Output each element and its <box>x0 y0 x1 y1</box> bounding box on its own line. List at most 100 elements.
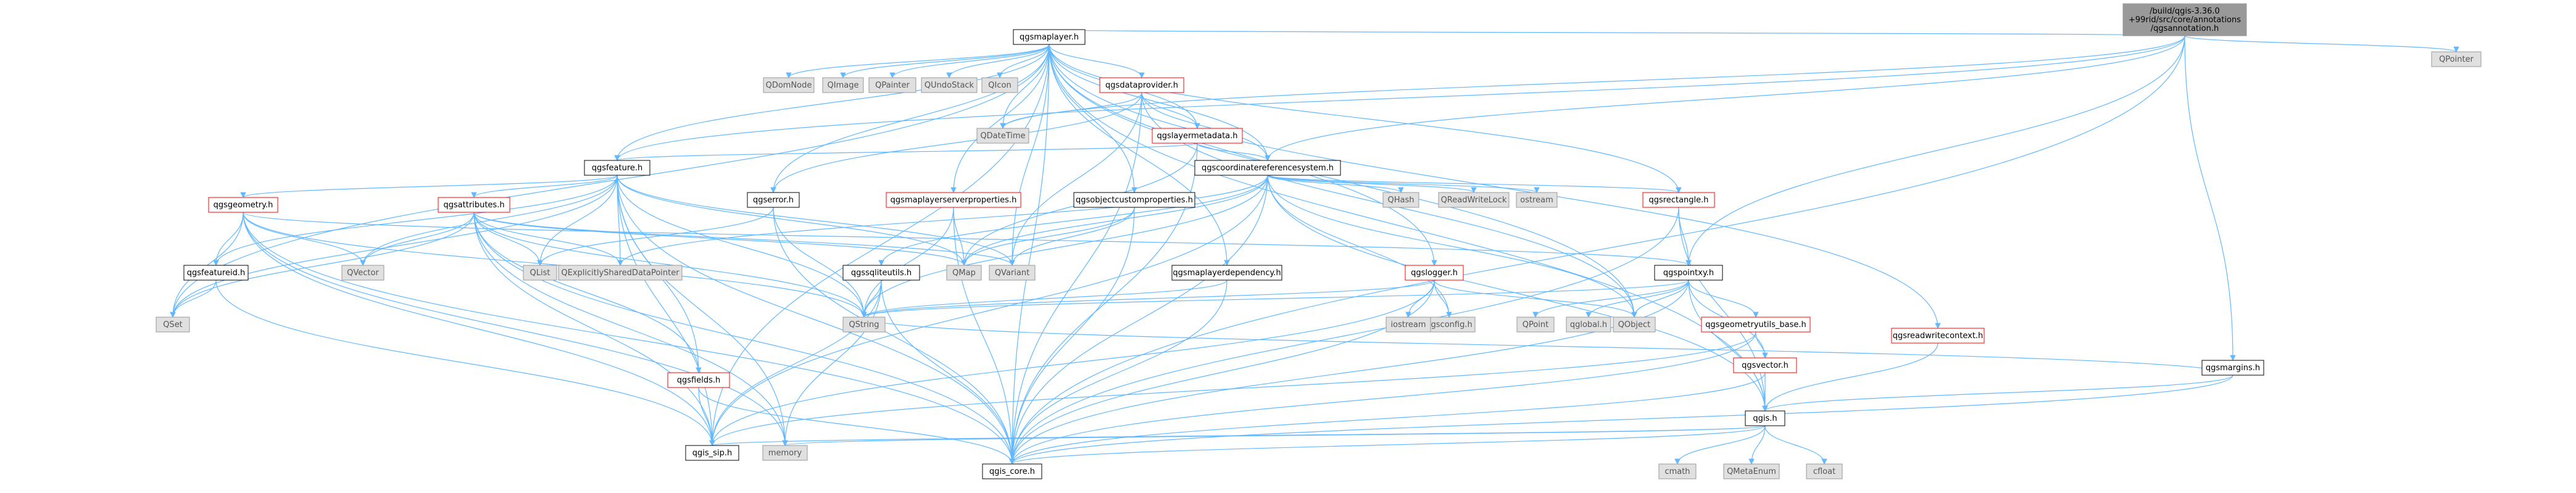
node-qgsfeatureid[interactable]: qgsfeatureid.h <box>183 265 249 281</box>
node-box-qgsfeature <box>584 160 650 176</box>
edge-qgis-to-qgiscore <box>1009 425 1766 465</box>
edge-qgsdataprovider-to-qvariant <box>1009 92 1142 266</box>
edge-qgis-to-cfloat <box>1764 425 1827 465</box>
edge-qgsmaplayer-to-qgissip <box>709 44 1050 446</box>
node-label-qglobal: qglobal.h <box>1570 320 1607 329</box>
node-box-qgsobjectcustomprops <box>1073 192 1195 208</box>
node-qvariant[interactable]: QVariant <box>989 265 1036 281</box>
node-qexplicit[interactable]: QExplicitlySharedDataPointer <box>558 265 683 281</box>
node-qreadwritelock[interactable]: QReadWriteLock <box>1438 192 1510 208</box>
node-qpointer[interactable]: QPointer <box>2431 51 2482 67</box>
node-qgsrectangle[interactable]: qgsrectangle.h <box>1642 192 1715 208</box>
edge-qgserror-to-qlist <box>537 207 774 266</box>
node-cmath[interactable]: cmath <box>1658 463 1697 479</box>
node-label-qgsdataprovider: qgsdataprovider.h <box>1105 81 1178 90</box>
node-qdomnode[interactable]: QDomNode <box>763 77 815 93</box>
node-box-qgspointxy <box>1654 265 1723 281</box>
node-label-qexplicit: QExplicitlySharedDataPointer <box>561 268 679 278</box>
edge-root-to-qgsmaplayer <box>1048 29 2185 36</box>
node-qobject[interactable]: QObject <box>1613 317 1656 333</box>
node-box-qgssqliteutils <box>842 265 920 281</box>
node-box-qmetaenum <box>1723 463 1780 479</box>
node-box-qgsrectangle <box>1642 192 1715 208</box>
node-qgscrs[interactable]: qgscoordinatereferencesystem.h <box>1194 160 1341 176</box>
node-label-cmath: cmath <box>1664 467 1690 476</box>
edge-qgsattributes-to-qmap <box>473 212 967 266</box>
node-label-qimage: QImage <box>828 81 859 90</box>
node-qlist[interactable]: QList <box>523 265 557 281</box>
node-label-qreadwritelock: QReadWriteLock <box>1441 196 1507 205</box>
node-qset[interactable]: QSet <box>156 317 190 333</box>
node-box-qobject <box>1613 317 1656 333</box>
node-qgsfeature[interactable]: qgsfeature.h <box>584 160 650 176</box>
node-qpoint[interactable]: QPoint <box>1516 317 1555 333</box>
edge-qgsdataprovider-to-qgiscore <box>1009 92 1142 465</box>
node-label-qgiscore: qgis_core.h <box>989 467 1035 476</box>
node-qstring[interactable]: QString <box>842 317 886 333</box>
edge-qgscrs-to-qstring <box>861 175 1268 318</box>
node-qundostack[interactable]: QUndoStack <box>921 77 978 93</box>
node-qgsobjectcustomprops[interactable]: qgsobjectcustomproperties.h <box>1073 192 1195 208</box>
node-box-qundostack <box>921 77 978 93</box>
node-box-qgscrs <box>1194 160 1341 176</box>
node-qmap[interactable]: QMap <box>946 265 982 281</box>
edge-root-to-qgiscore <box>1009 35 2185 465</box>
node-qgis[interactable]: qgis.h <box>1745 410 1785 426</box>
node-qgssqliteutils[interactable]: qgssqliteutils.h <box>842 265 920 281</box>
node-qgissip[interactable]: qgis_sip.h <box>685 445 739 461</box>
node-box-qstring <box>842 317 886 333</box>
edge-qgsattributes-to-qstring <box>473 212 867 318</box>
node-qhash[interactable]: QHash <box>1382 192 1419 208</box>
node-label-qvariant: QVariant <box>995 268 1029 278</box>
edge-qgsgeometryutilsbase-to-qgissip <box>709 331 1756 446</box>
node-cfloat[interactable]: cfloat <box>1806 463 1843 479</box>
edge-qgsmaplayerdependency-to-qgiscore <box>1009 280 1228 465</box>
node-box-qgslayermetadata <box>1152 128 1243 144</box>
node-qgsdataprovider[interactable]: qgsdataprovider.h <box>1099 77 1184 93</box>
node-root[interactable]: /build/qgis-3.36.0+99rid/src/core/annota… <box>2122 3 2247 36</box>
node-qgsconfig[interactable]: qgsconfig.h <box>1423 317 1476 333</box>
node-qgsvector[interactable]: qgsvector.h <box>1733 357 1797 373</box>
node-qpainter[interactable]: QPainter <box>868 77 916 93</box>
node-qgsmaplayer[interactable]: qgsmaplayer.h <box>1013 29 1086 45</box>
node-ostream[interactable]: ostream <box>1516 192 1558 208</box>
edge-qgsattributes-to-qgiscore <box>473 212 1015 465</box>
node-label-qgsattributes: qgsattributes.h <box>443 201 504 210</box>
node-qgslayermetadata[interactable]: qgslayermetadata.h <box>1152 128 1243 144</box>
node-qgsgeometry[interactable]: qgsgeometry.h <box>208 197 278 213</box>
node-qicon[interactable]: QIcon <box>981 77 1018 93</box>
node-qimage[interactable]: QImage <box>822 77 864 93</box>
node-label-ostream: ostream <box>1520 196 1553 205</box>
node-qgspointxy[interactable]: qgspointxy.h <box>1654 265 1723 281</box>
edge-qgsdataprovider-to-qdatetime <box>1000 92 1142 129</box>
node-memory[interactable]: memory <box>762 445 808 461</box>
node-qgsmaplayerdependency[interactable]: qgsmaplayerdependency.h <box>1171 265 1282 281</box>
node-qgiscore[interactable]: qgis_core.h <box>982 463 1042 479</box>
node-box-qgis <box>1745 410 1785 426</box>
node-box-qicon <box>981 77 1018 93</box>
node-qgsfields[interactable]: qgsfields.h <box>667 372 730 388</box>
node-qgsreadwritecontext[interactable]: qgsreadwritecontext.h <box>1891 328 1985 344</box>
node-iostream[interactable]: iostream <box>1386 317 1431 333</box>
node-box-qgsreadwritecontext <box>1891 328 1985 344</box>
node-qvector[interactable]: QVector <box>341 265 384 281</box>
node-qglobal[interactable]: qglobal.h <box>1566 317 1611 333</box>
edge-qgsdataprovider-to-qgserror <box>770 92 1142 193</box>
edge-qgsmargins-to-qgis <box>1762 375 2233 412</box>
node-box-qvariant <box>989 265 1036 281</box>
node-qgserror[interactable]: qgserror.h <box>747 192 800 208</box>
node-label-qgis: qgis.h <box>1753 414 1777 423</box>
node-qgslogger[interactable]: qgslogger.h <box>1405 265 1464 281</box>
node-qmetaenum[interactable]: QMetaEnum <box>1723 463 1780 479</box>
node-qgsmaplayerserverprops[interactable]: qgsmaplayerserverproperties.h <box>886 192 1021 208</box>
node-qgsmargins[interactable]: qgsmargins.h <box>2201 360 2264 376</box>
node-label-qgsfeatureid: qgsfeatureid.h <box>187 268 245 278</box>
edge-qgslayermetadata-to-qgsfeature <box>614 143 1198 161</box>
edge-qgsattributes-to-qset <box>170 212 475 318</box>
node-qdatetime[interactable]: QDateTime <box>976 128 1029 144</box>
node-label-qvector: QVector <box>347 268 379 278</box>
node-qgsgeometryutilsbase[interactable]: qgsgeometryutils_base.h <box>1701 317 1811 333</box>
node-box-qgsconfig <box>1423 317 1476 333</box>
node-qgsattributes[interactable]: qgsattributes.h <box>438 197 510 213</box>
edge-qgscrs-to-qreadwritelock <box>1267 175 1477 193</box>
